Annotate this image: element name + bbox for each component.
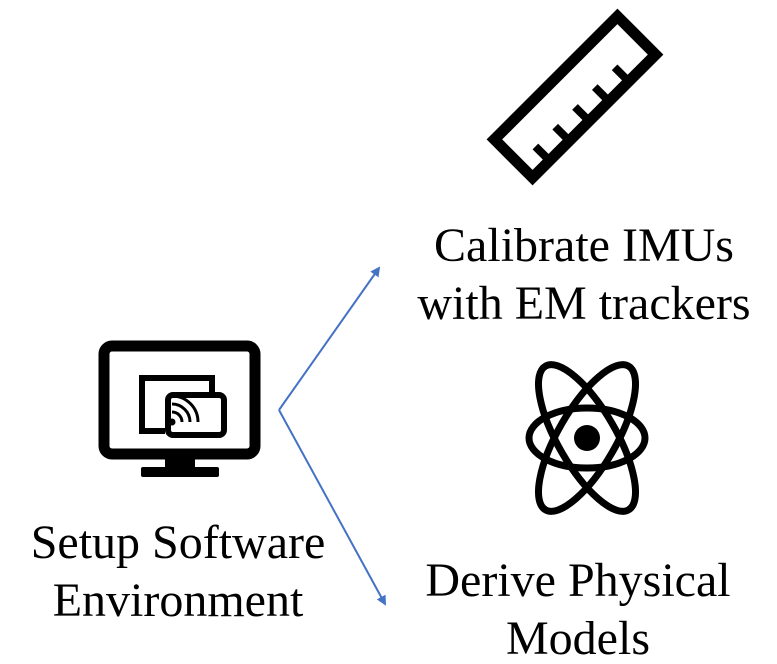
setup-label: Setup Software Environment — [0, 514, 356, 630]
derive-label-line-1: Derive Physical — [425, 554, 731, 607]
setup-label-line-1: Setup Software — [30, 516, 326, 569]
calibrate-label: Calibrate IMUs with EM trackers — [390, 217, 777, 333]
wifi-icon — [168, 394, 200, 426]
setup-label-line-2: Environment — [52, 574, 304, 627]
derive-label-line-2: Models — [506, 612, 650, 664]
arrow-to-calibrate — [278, 266, 381, 411]
monitor-stand — [141, 467, 219, 477]
calibrate-label-line-1: Calibrate IMUs — [434, 219, 734, 272]
ruler-icon — [486, 8, 664, 186]
ruler-body — [486, 8, 664, 186]
atom-nucleus — [574, 425, 600, 451]
derive-label: Derive Physical Models — [395, 552, 761, 664]
atom-icon — [525, 361, 649, 515]
monitor-icon — [98, 340, 261, 477]
monitor-neck — [165, 453, 195, 469]
monitor-window — [139, 375, 215, 434]
arrow-to-derive — [278, 409, 386, 606]
calibrate-label-line-2: with EM trackers — [417, 277, 751, 330]
